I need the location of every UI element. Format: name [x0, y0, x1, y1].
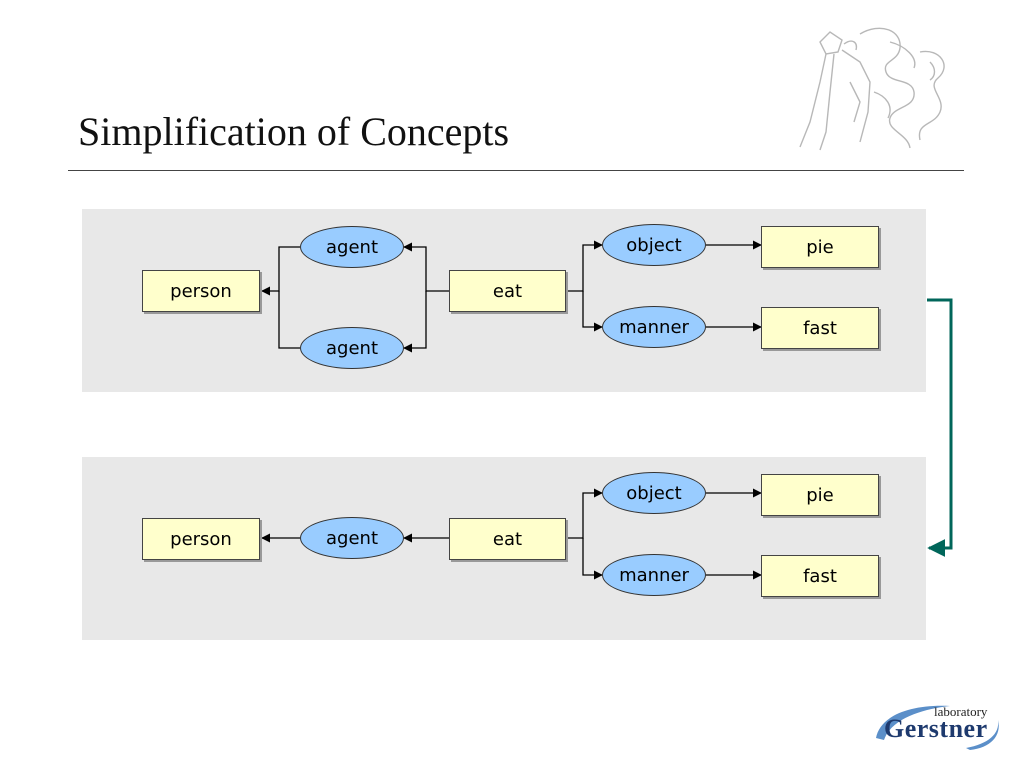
- link-eat-object-b: [566, 488, 603, 539]
- concept-person: person: [142, 270, 260, 312]
- gerstner-logo: laboratory Gerstner: [870, 698, 1005, 754]
- link-agent-upper-person: [261, 246, 300, 296]
- concept-person-simplified: person: [142, 518, 260, 560]
- relation-object: object: [602, 224, 706, 266]
- link-eat-object: [566, 240, 603, 292]
- link-eat-manner-b: [582, 538, 603, 580]
- logo-laboratory-text: laboratory: [934, 704, 988, 719]
- relation-agent-lower: agent: [300, 327, 404, 369]
- concept-fast-simplified: fast: [761, 555, 879, 597]
- title-divider: [68, 170, 964, 171]
- concept-eat-simplified: eat: [449, 518, 566, 560]
- logo-gerstner-text: Gerstner: [884, 714, 988, 743]
- relation-manner-simplified: manner: [602, 554, 706, 596]
- concept-fast: fast: [761, 307, 879, 349]
- link-eat-agent-lower: [403, 291, 427, 353]
- relation-agent-upper: agent: [300, 226, 404, 268]
- link-agent-lower-person: [278, 291, 300, 349]
- relation-agent-simplified: agent: [300, 517, 404, 559]
- relation-manner: manner: [602, 306, 706, 348]
- transform-arrow: [927, 298, 953, 557]
- lion-emblem-icon: [799, 27, 945, 151]
- link-eat-manner: [582, 291, 603, 332]
- relation-object-simplified: object: [602, 472, 706, 514]
- concept-pie: pie: [761, 226, 879, 268]
- link-eat-agent-upper: [403, 242, 449, 292]
- concept-eat: eat: [449, 270, 566, 312]
- concept-pie-simplified: pie: [761, 474, 879, 516]
- swoosh-icon: [876, 705, 999, 750]
- slide-title: Simplification of Concepts: [78, 109, 510, 154]
